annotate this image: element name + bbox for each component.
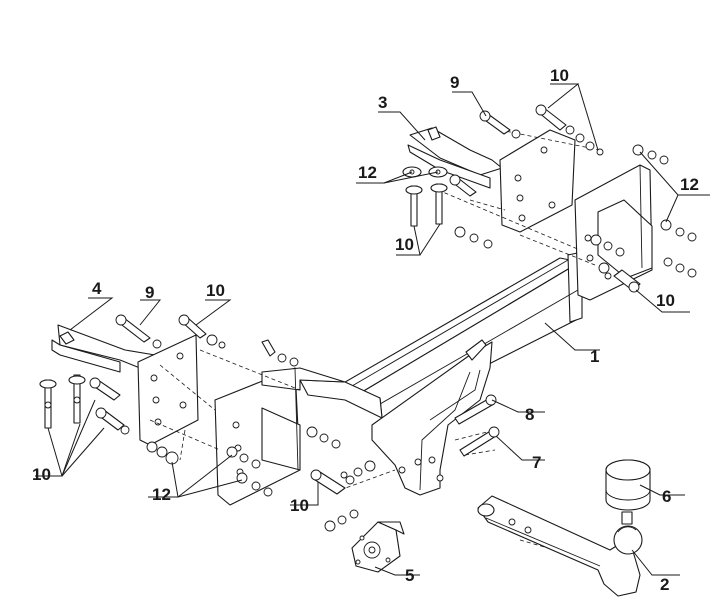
callout-10-right-bracket: 10 — [395, 235, 414, 254]
callout-3: 3 — [378, 93, 387, 112]
callout-10-left-bottom: 10 — [32, 465, 51, 484]
callout-10-center-bottom: 10 — [290, 496, 309, 515]
right-side-bracket — [407, 126, 576, 233]
right-bracket — [574, 164, 653, 301]
callout-12-right-top: 12 — [358, 163, 377, 182]
callout-12-left: 12 — [152, 485, 171, 504]
leader-lines — [35, 83, 710, 576]
callout-2: 2 — [660, 575, 669, 594]
callout-9-right: 9 — [450, 73, 459, 92]
left-side-bracket — [51, 324, 199, 446]
center-hanger — [371, 339, 493, 496]
callout-4: 4 — [92, 279, 102, 298]
fasteners-center — [324, 394, 500, 532]
fasteners-left — [39, 314, 376, 497]
socket-plate — [351, 521, 405, 573]
callout-10-right-bottom: 10 — [656, 291, 675, 310]
callout-9-left: 9 — [145, 283, 154, 302]
main-crossbar — [299, 251, 583, 419]
fasteners-right — [402, 104, 697, 293]
callout-5: 5 — [405, 566, 414, 585]
tow-ball — [613, 511, 643, 555]
ball-arm — [477, 495, 641, 597]
callout-10-right-top: 10 — [550, 66, 569, 85]
left-bracket — [214, 367, 346, 506]
callout-12-right-side: 12 — [680, 175, 699, 194]
callout-10-left-top: 10 — [206, 281, 225, 300]
ball-cap — [605, 459, 651, 511]
callout-6: 6 — [662, 487, 671, 506]
callout-labels: 1 2 3 4 5 6 7 8 9 9 10 10 10 10 10 10 12… — [32, 66, 699, 594]
callout-1: 1 — [590, 347, 599, 366]
callout-7: 7 — [532, 453, 541, 472]
callout-8: 8 — [525, 405, 534, 424]
